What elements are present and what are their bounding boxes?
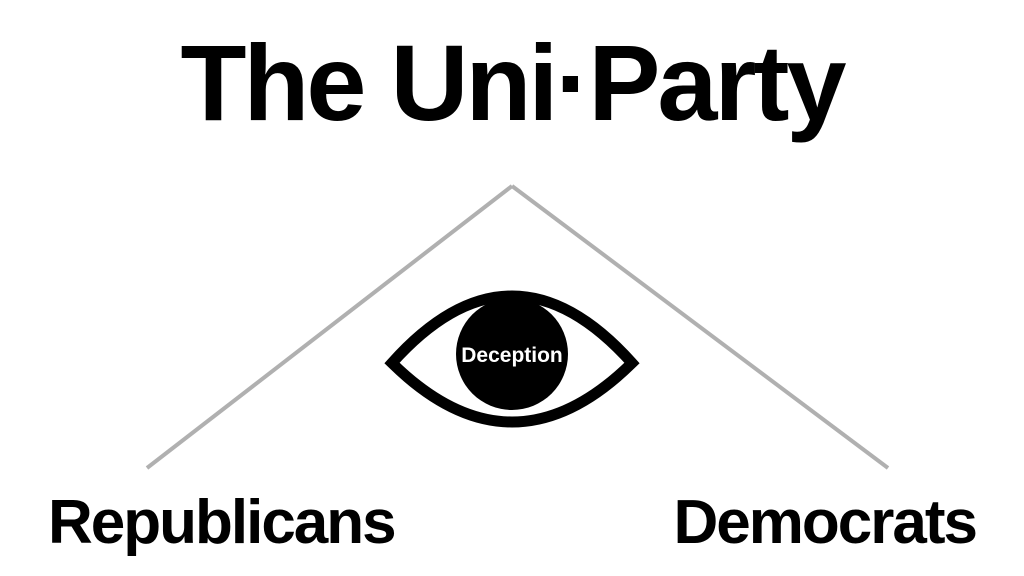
eye-iris bbox=[456, 298, 568, 410]
branch-labels: Republicans Democrats bbox=[0, 492, 1024, 554]
right-branch-line bbox=[510, 184, 890, 470]
left-branch-line bbox=[145, 184, 514, 470]
left-branch-label: Republicans bbox=[48, 488, 397, 557]
page-title: The Uni·Party bbox=[180, 22, 846, 143]
eye-label: Deception bbox=[461, 344, 563, 367]
eye-icon: Deception bbox=[384, 290, 640, 428]
right-branch-label: Democrats bbox=[673, 488, 978, 557]
